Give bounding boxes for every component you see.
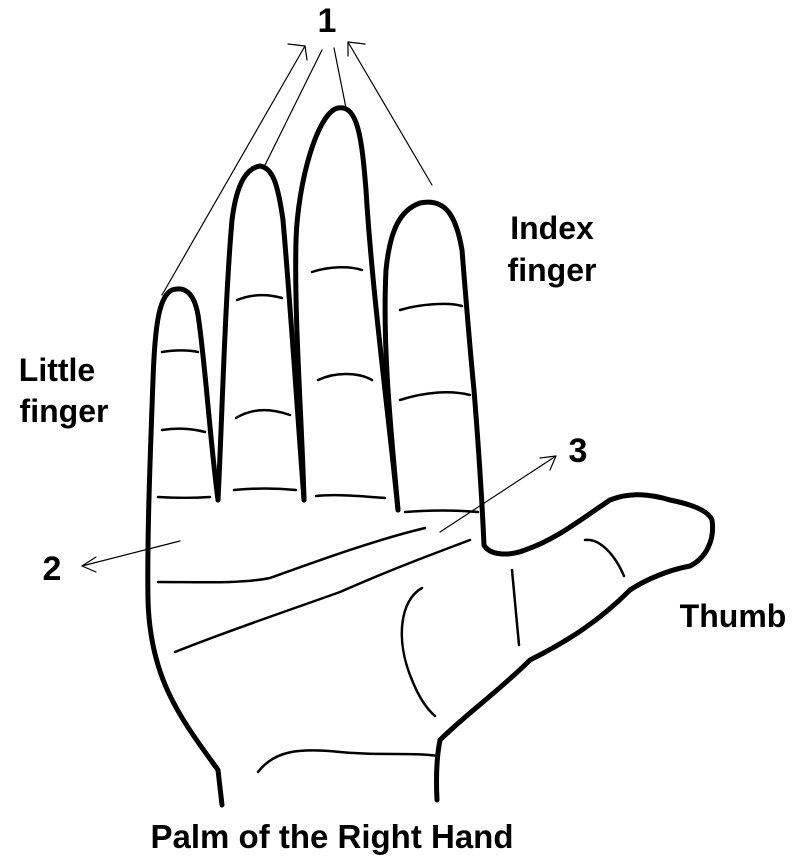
- marker-2-label: 2: [43, 550, 62, 588]
- diagram-caption: Palm of the Right Hand: [151, 818, 514, 855]
- ring-finger-crease: [234, 489, 296, 491]
- middle-finger-crease: [318, 374, 372, 380]
- right-wrist-outline: [436, 740, 440, 800]
- pointer-marker-2: [82, 541, 180, 572]
- head-line: [175, 540, 470, 652]
- thumb-label: Thumb: [680, 598, 787, 634]
- ring-finger-outline: [218, 166, 304, 500]
- pointer-line-middle: [334, 48, 346, 108]
- middle-finger-crease: [316, 495, 385, 498]
- ring-finger-crease: [236, 410, 290, 418]
- index-finger-outline: [385, 202, 484, 545]
- life-line: [402, 588, 435, 716]
- little-finger-crease: [158, 497, 210, 498]
- little-finger-label-line2: finger: [20, 393, 109, 429]
- pointer-marker-3: [440, 456, 556, 532]
- marker-3-label: 3: [569, 432, 588, 470]
- index-finger-crease: [405, 511, 478, 513]
- pointer-line-2: [82, 541, 180, 566]
- pointer-line-index: [348, 42, 432, 185]
- little-finger-crease: [162, 429, 205, 432]
- index-finger-crease: [400, 392, 470, 400]
- pointer-arrowhead: [348, 42, 365, 56]
- thumb-joint-crease: [585, 540, 624, 576]
- hand-outline: [148, 108, 713, 805]
- index-finger-crease: [400, 304, 462, 310]
- marker-1-label: 1: [318, 2, 337, 40]
- index-finger-label-line2: finger: [508, 252, 597, 288]
- little-finger-label-line1: Little: [19, 352, 95, 388]
- ring-finger-crease: [237, 295, 282, 300]
- little-finger-crease: [162, 351, 198, 353]
- thumb-base-crease: [512, 570, 519, 645]
- pointer-line-little: [162, 46, 305, 295]
- middle-finger-crease: [312, 267, 362, 272]
- index-finger-label-line1: Index: [510, 210, 594, 246]
- pointer-line-3: [440, 456, 556, 532]
- pointer-arrowhead: [288, 44, 307, 60]
- wrist-crease: [258, 750, 438, 772]
